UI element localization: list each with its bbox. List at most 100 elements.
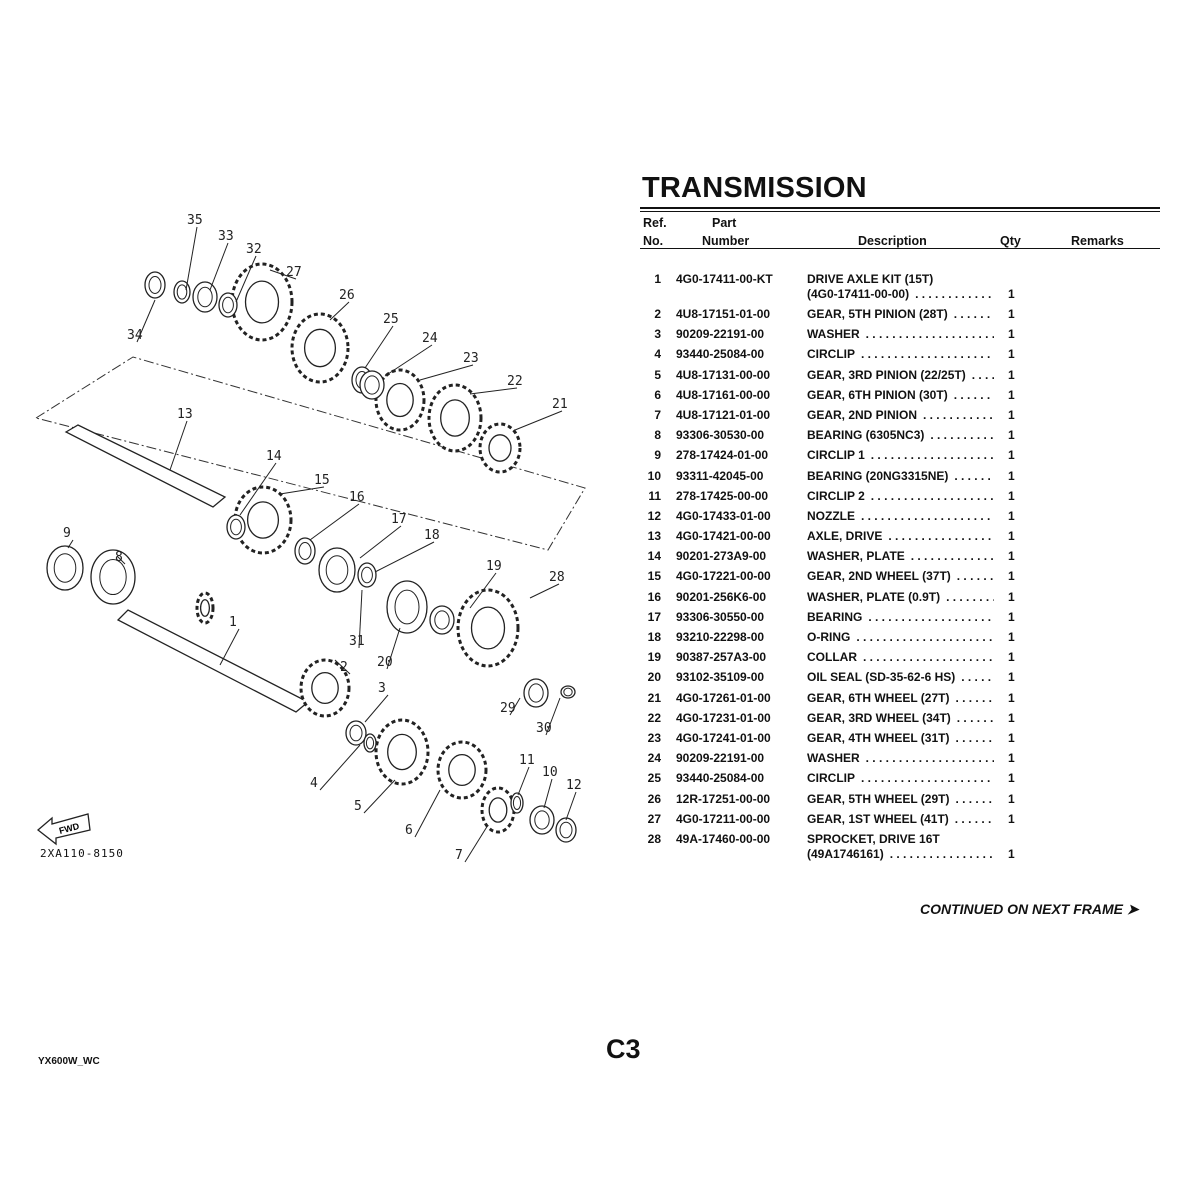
quantity: 1 [1008, 468, 1015, 483]
quantity: 1 [1008, 569, 1015, 584]
callout-leader-21 [514, 410, 563, 431]
callout-26: 26 [339, 288, 355, 303]
description-text: CIRCLIP 1 [807, 448, 865, 463]
callout-20: 20 [377, 655, 393, 670]
description-line: DRIVE AXLE KIT (15T) [807, 272, 934, 286]
nozzle-12-outer [555, 817, 577, 843]
description: CIRCLIP 2 [807, 489, 994, 504]
quantity: 1 [1008, 670, 1015, 685]
description: AXLE, DRIVE [807, 529, 994, 544]
quantity: 1 [1008, 367, 1015, 382]
callout-leader-24 [384, 344, 433, 377]
o-ring-18-outer [357, 562, 377, 588]
callout-leader-22 [469, 387, 518, 395]
ref-number: 7 [654, 407, 661, 422]
dot-leader [954, 307, 994, 322]
ref-number: 14 [647, 549, 661, 564]
description-text: WASHER, PLATE (0.9T) [807, 589, 941, 604]
oil-seal-20-outer [386, 580, 428, 634]
dot-leader [861, 509, 994, 524]
description-text: BEARING (20NG3315NE) [807, 468, 949, 483]
dot-leader [863, 650, 994, 665]
washer-16-inner [298, 542, 312, 560]
description: BEARING [807, 610, 994, 625]
description-text: GEAR, 3RD PINION (22/25T) [807, 367, 966, 382]
callout-leader-20 [386, 627, 401, 670]
dot-leader [957, 711, 994, 726]
part-number: 90209-22191-00 [676, 327, 765, 342]
callout-leader-8 [116, 555, 126, 565]
collar-19-inner [434, 610, 450, 630]
bolt-30-inner [563, 687, 573, 697]
description: DRIVE AXLE KIT (15T)(4G0-17411-00-00) [807, 272, 994, 302]
description-line-2: (49A1746161) [807, 846, 884, 861]
callout-leader-4 [319, 744, 361, 791]
part-number: 4U8-17131-00-00 [676, 367, 771, 382]
page-number: C3 [606, 1034, 641, 1064]
part-number: 4G0-17421-00-00 [676, 529, 771, 544]
callout-3: 3 [378, 681, 386, 696]
description: WASHER, PLATE [807, 549, 994, 564]
header-description: Description [858, 234, 927, 248]
callout-leader-13 [169, 420, 188, 471]
header-divider [640, 248, 1160, 249]
ref-number: 22 [647, 710, 661, 725]
callout-leader-23 [419, 364, 474, 381]
part-number: 90387-257A3-00 [676, 650, 767, 665]
quantity: 1 [1008, 730, 1015, 745]
description-text: GEAR, 2ND WHEEL (37T) [807, 569, 951, 584]
callout-34: 34 [127, 328, 143, 343]
main-axle-shaft [116, 609, 310, 713]
dot-leader [946, 590, 994, 605]
callout-leader-18 [374, 541, 435, 573]
gear-23-hub [386, 382, 414, 418]
callout-25: 25 [383, 312, 399, 327]
callout-27: 27 [286, 265, 302, 280]
gear-7-hub [488, 797, 508, 823]
callout-leader-12 [565, 791, 577, 821]
description-text: GEAR, 6TH WHEEL (27T) [807, 690, 950, 705]
part-number: 93306-30550-00 [676, 609, 765, 624]
quantity: 1 [1008, 751, 1015, 766]
washer-14-inner [230, 518, 242, 536]
description-text: GEAR, 6TH PINION (30T) [807, 387, 948, 402]
bearing-33-outer [192, 281, 218, 313]
callout-leader-19 [469, 572, 497, 609]
plate-29-inner [528, 683, 544, 703]
gear-22-hub [440, 399, 470, 437]
part-number: 4G0-17241-01-00 [676, 730, 771, 745]
description-text: WASHER [807, 327, 860, 342]
callout-4: 4 [310, 776, 318, 791]
washer-16-outer [294, 537, 316, 565]
description: CIRCLIP 1 [807, 448, 994, 463]
callout-29: 29 [500, 701, 516, 716]
dot-leader [871, 489, 994, 504]
part-number: 93102-35109-00 [676, 670, 765, 685]
dashed-group-outline [34, 356, 586, 551]
description-text: GEAR, 4TH WHEEL (31T) [807, 730, 950, 745]
part-number: 4G0-17411-00-KT [676, 272, 773, 286]
ref-number: 5 [654, 367, 661, 382]
washer-14-outer [226, 514, 246, 540]
collar-19-outer [429, 605, 455, 635]
callout-leader-35 [185, 226, 198, 291]
ref-number: 24 [647, 751, 661, 766]
quantity: 1 [1008, 407, 1015, 422]
callout-leader-34 [136, 299, 156, 343]
part-number: 278-17425-00-00 [676, 488, 769, 503]
title-divider [640, 207, 1160, 209]
quantity: 1 [1008, 846, 1015, 861]
gear-26-hub [303, 328, 337, 368]
callout-leader-33 [209, 242, 229, 291]
description: WASHER [807, 327, 994, 342]
callout-6: 6 [405, 823, 413, 838]
quantity: 1 [1008, 347, 1015, 362]
